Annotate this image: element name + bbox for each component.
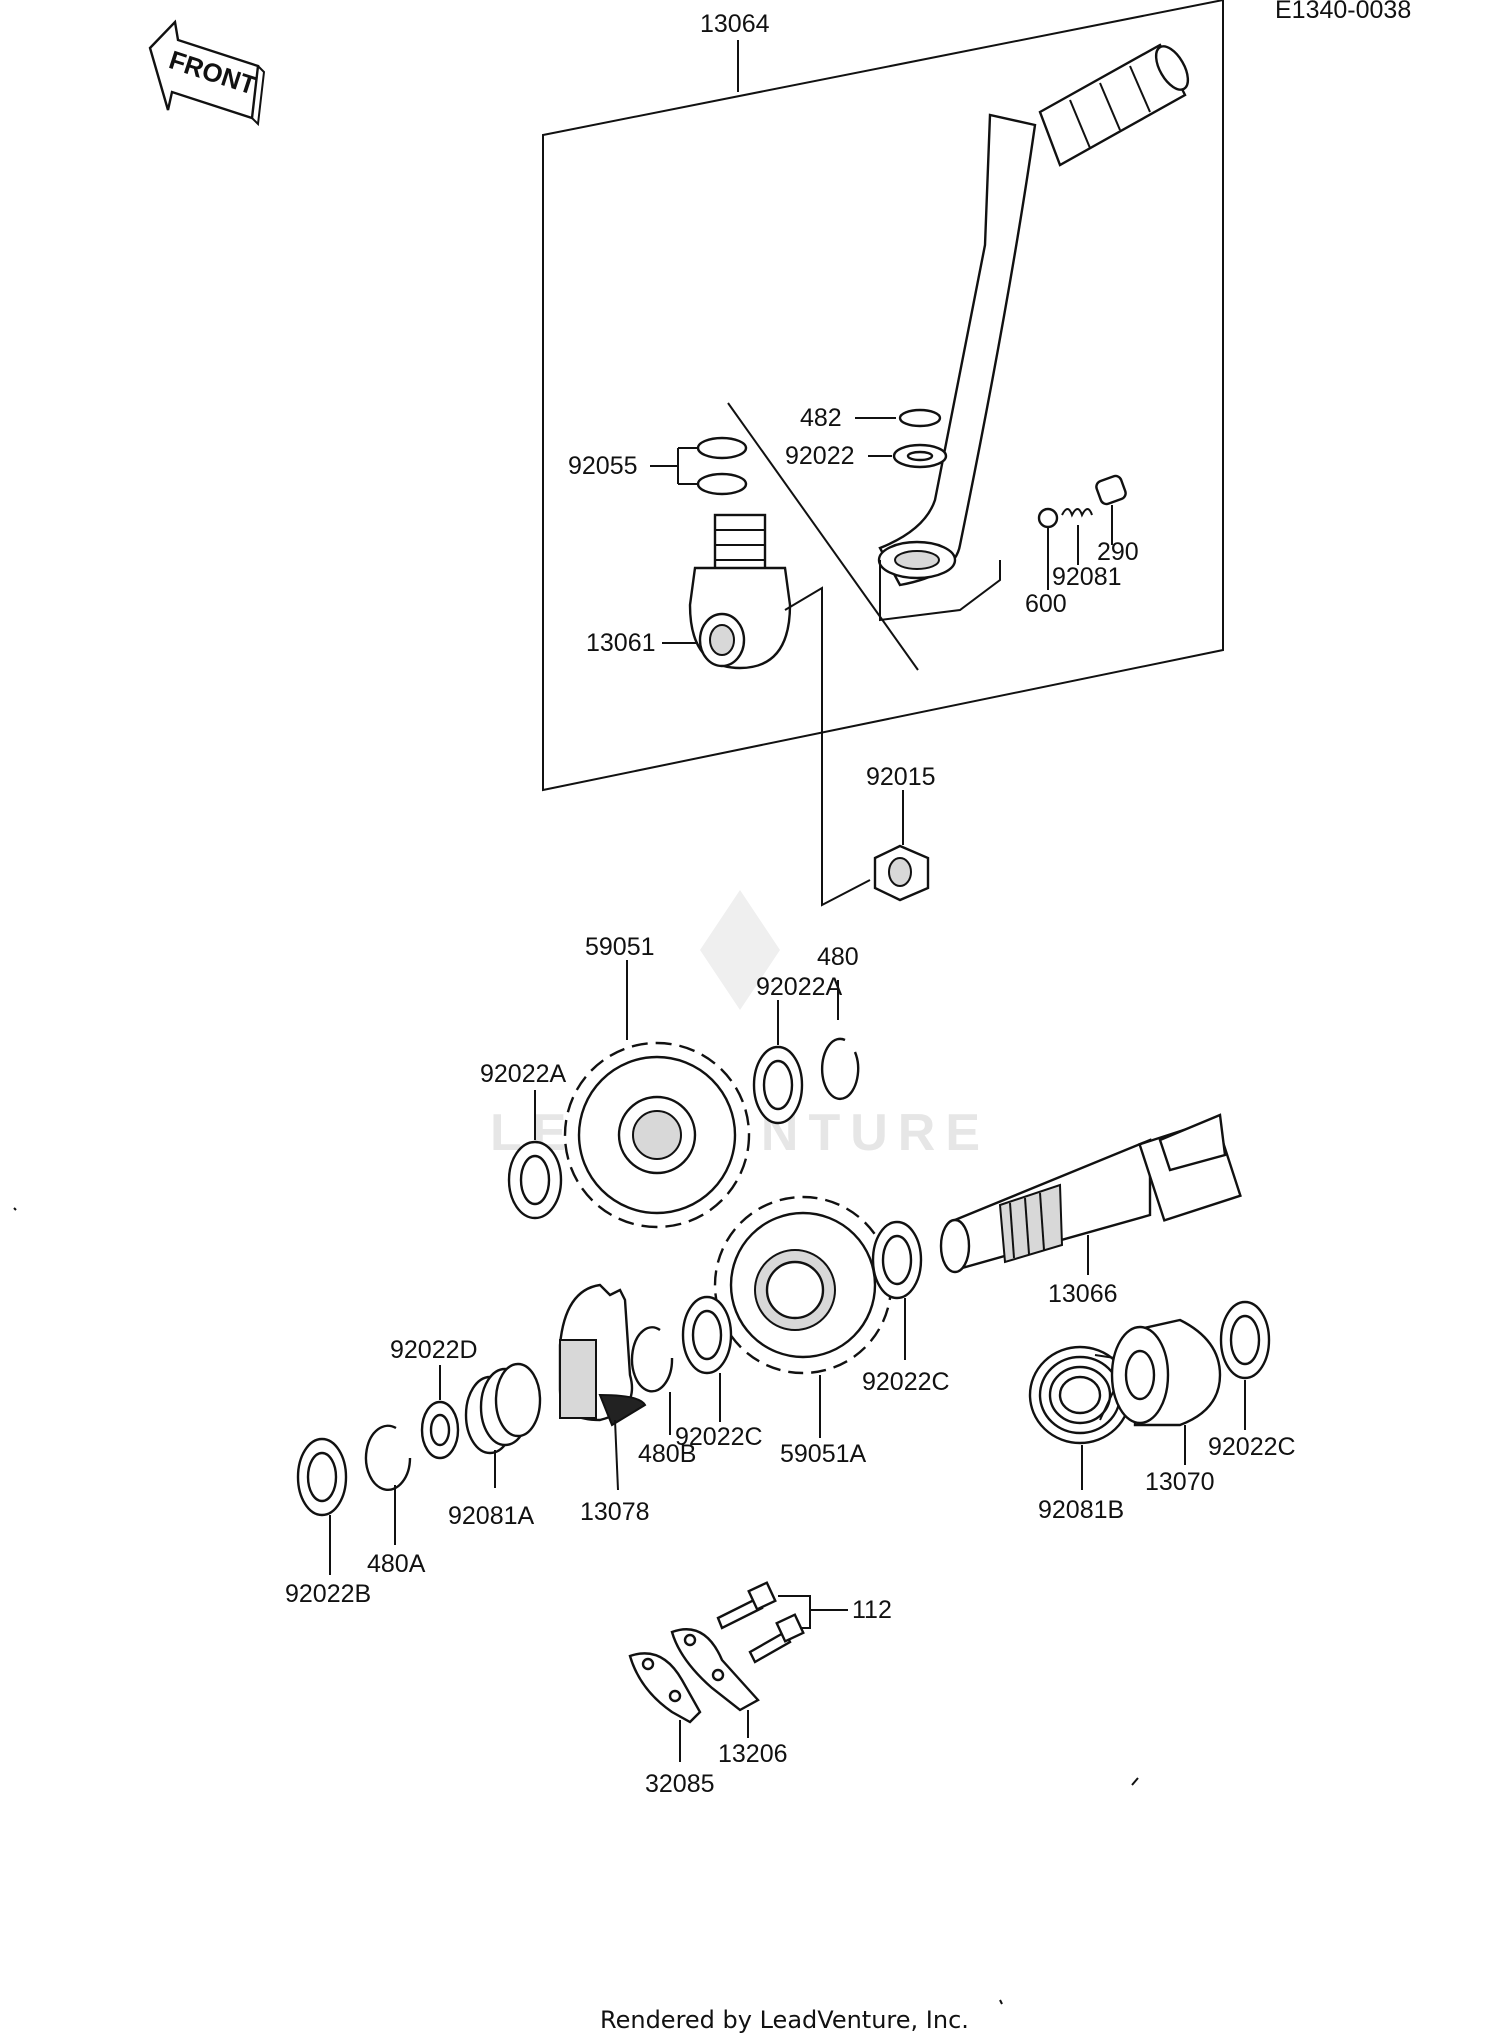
callout-13078: 13078 [580, 1498, 650, 1526]
callout-32085: 32085 [645, 1770, 715, 1798]
callout-92055: 92055 [568, 452, 638, 480]
plate-32085 [628, 1652, 702, 1762]
callout-92081: 92081 [1052, 563, 1122, 591]
callout-13070: 13070 [1145, 1468, 1215, 1496]
callout-13064: 13064 [700, 10, 770, 38]
callout-13206: 13206 [718, 1740, 788, 1768]
callout-92022a-left: 92022A [480, 1060, 567, 1088]
kick-shaft-13061 [662, 513, 792, 670]
callout-480b: 480B [638, 1440, 696, 1468]
callout-92022b: 92022B [285, 1580, 371, 1608]
circlip-480 [820, 980, 860, 1101]
callout-480a: 480A [367, 1550, 426, 1578]
front-arrow-icon: FRONT [148, 19, 266, 127]
callout-92022: 92022 [785, 442, 855, 470]
callout-112: 112 [852, 1596, 892, 1624]
circlip-482 [855, 408, 942, 428]
washer-92022a-top [752, 1000, 804, 1125]
callout-600: 600 [1025, 590, 1067, 618]
callout-482: 482 [800, 404, 842, 432]
callout-92022c-low: 92022C [675, 1423, 763, 1451]
ref-code: E1340-0038 [1275, 0, 1411, 24]
spring-92081a [464, 1362, 542, 1488]
detent-parts [1037, 474, 1127, 590]
callout-13066: 13066 [1048, 1280, 1118, 1308]
kick-shaft-13066 [939, 1113, 1242, 1275]
callout-290: 290 [1097, 538, 1139, 566]
callout-92022d: 92022D [390, 1336, 478, 1364]
washer-92022d [420, 1365, 460, 1460]
o-rings-92055 [650, 436, 748, 496]
washer-92022b [296, 1437, 348, 1575]
nut-92015 [873, 790, 930, 902]
gear-59051 [563, 960, 751, 1229]
callout-92022c-mid: 92022C [862, 1368, 950, 1396]
circlip-480a [364, 1424, 412, 1545]
kick-pedal-lever [877, 43, 1190, 622]
callout-13061: 13061 [586, 629, 656, 657]
callout-480: 480 [817, 943, 859, 971]
stopper-13206 [670, 1628, 760, 1738]
bolts-112 [716, 1581, 848, 1664]
washer-92022a-left [507, 1090, 563, 1220]
callout-92015: 92015 [866, 763, 936, 791]
callout-92081a: 92081A [448, 1502, 535, 1530]
guide-13070 [1110, 1318, 1222, 1465]
circlip-480b [630, 1326, 674, 1435]
callout-59051a: 59051A [780, 1440, 867, 1468]
callout-92022a-top: 92022A [756, 973, 843, 1001]
spring-92081b [1028, 1345, 1132, 1490]
lever-assembly-box [542, 0, 1224, 792]
gear-59051a [713, 1195, 893, 1438]
washer-92022c-mid [871, 1220, 923, 1360]
washer-92022c-right [1219, 1300, 1271, 1430]
callout-59051: 59051 [585, 933, 655, 961]
callout-92081b: 92081B [1038, 1496, 1124, 1524]
callout-92022c-right: 92022C [1208, 1433, 1296, 1461]
ratchet-13078 [558, 1283, 647, 1491]
washer-92022 [868, 443, 948, 469]
footer-credit: Rendered by LeadVenture, Inc. [600, 2006, 969, 2034]
washer-92022c-low [681, 1295, 733, 1422]
